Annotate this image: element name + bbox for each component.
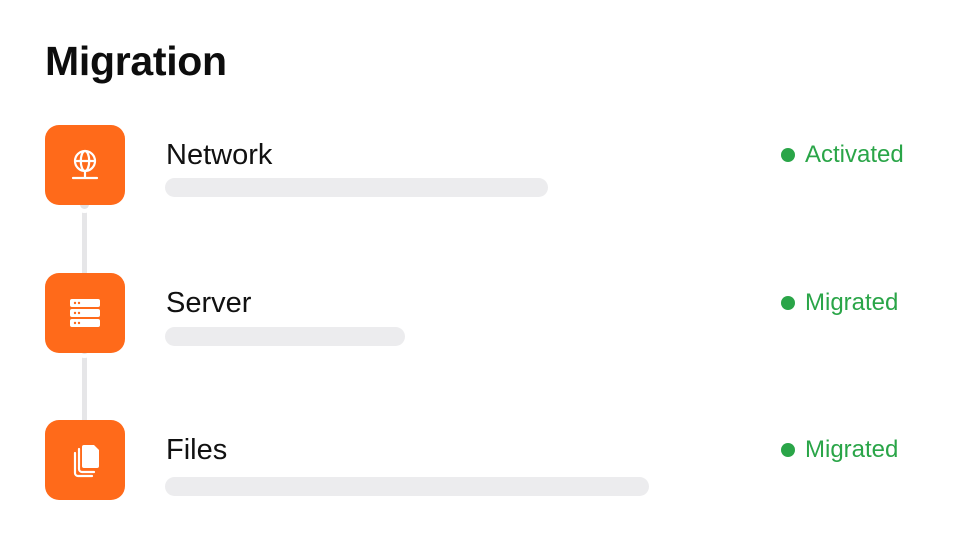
status-text: Activated <box>805 141 904 168</box>
network-icon-tile <box>45 125 125 205</box>
server-rack-icon <box>70 299 100 327</box>
status-badge: Migrated <box>781 435 898 465</box>
status-dot-icon <box>781 148 795 162</box>
migration-step-server[interactable]: Server Migrated <box>0 273 966 353</box>
migration-step-files[interactable]: Files Migrated <box>0 420 966 500</box>
status-dot-icon <box>781 296 795 310</box>
server-icon-tile <box>45 273 125 353</box>
step-label: Server <box>166 287 252 319</box>
globe-network-icon <box>71 149 99 180</box>
files-copy-icon <box>73 445 99 478</box>
step-progress-track <box>165 477 649 496</box>
page-title: Migration <box>45 38 227 84</box>
status-text: Migrated <box>805 436 899 463</box>
step-progress-track <box>165 178 548 197</box>
status-badge: Activated <box>781 140 904 170</box>
status-badge: Migrated <box>781 288 898 318</box>
timeline-connector <box>82 352 87 422</box>
step-progress-track <box>165 327 405 346</box>
files-icon-tile <box>45 420 125 500</box>
status-text: Migrated <box>805 289 899 316</box>
migration-step-network[interactable]: Network Activated <box>0 125 966 205</box>
step-label: Files <box>166 434 228 466</box>
status-dot-icon <box>781 443 795 457</box>
timeline-connector <box>82 205 87 275</box>
step-label: Network <box>166 139 273 171</box>
